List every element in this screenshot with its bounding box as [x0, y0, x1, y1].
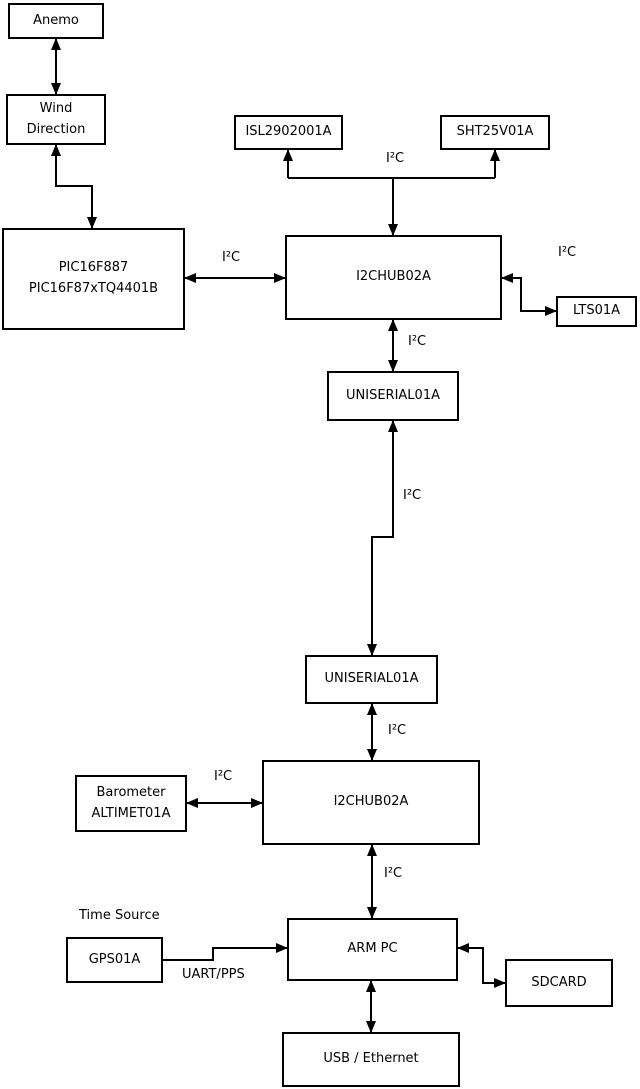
edge-uniserial1-uniserial2	[367, 420, 398, 656]
edge-armpc-sdcard	[457, 943, 506, 988]
node-wind-direction: Wind Direction	[6, 94, 106, 145]
label-time-source: Time Source	[79, 908, 160, 923]
node-lts-temperature-sensor: LTS01A	[556, 296, 637, 327]
node-anemometer: Anemo	[8, 3, 104, 39]
node-i2c-hub-2: I2CHUB02A	[262, 760, 480, 845]
node-isl-light-sensor: ISL2902001A	[234, 115, 343, 150]
node-uniserial-2: UNISERIAL01A	[305, 655, 438, 704]
node-uniserial-1: UNISERIAL01A	[327, 371, 459, 421]
edge-label-i2c-hub1-uniserial1: I²C	[408, 334, 427, 349]
node-sht-humidity-sensor: SHT25V01A	[440, 115, 550, 150]
node-gps: GPS01A	[66, 937, 163, 983]
node-i2c-hub-1: I2CHUB02A	[285, 235, 502, 320]
node-sdcard: SDCARD	[505, 959, 613, 1007]
edge-label-i2c-pic-hub1: I²C	[222, 250, 241, 265]
edge-label-uart-pps: UART/PPS	[182, 967, 245, 982]
node-arm-pc: ARM PC	[287, 918, 458, 981]
node-pic-microcontroller: PIC16F887 PIC16F87xTQ4401B	[2, 228, 185, 330]
edge-label-i2c-barometer-hub2: I²C	[214, 769, 233, 784]
edge-wind-pic	[51, 144, 97, 229]
edge-label-i2c-uniserial2-hub2: I²C	[388, 723, 407, 738]
edge-gps-armpc	[163, 943, 288, 961]
edge-label-i2c-sensors-bus: I²C	[386, 151, 405, 166]
edge-label-i2c-hub1-lts: I²C	[558, 245, 577, 260]
node-usb-ethernet: USB / Ethernet	[282, 1032, 460, 1087]
edge-label-i2c-uniserial1-uniserial2: I²C	[403, 488, 422, 503]
edge-label-i2c-hub2-armpc: I²C	[384, 866, 403, 881]
node-barometer: Barometer ALTIMET01A	[75, 775, 187, 832]
edge-hub1-lts	[501, 273, 557, 316]
